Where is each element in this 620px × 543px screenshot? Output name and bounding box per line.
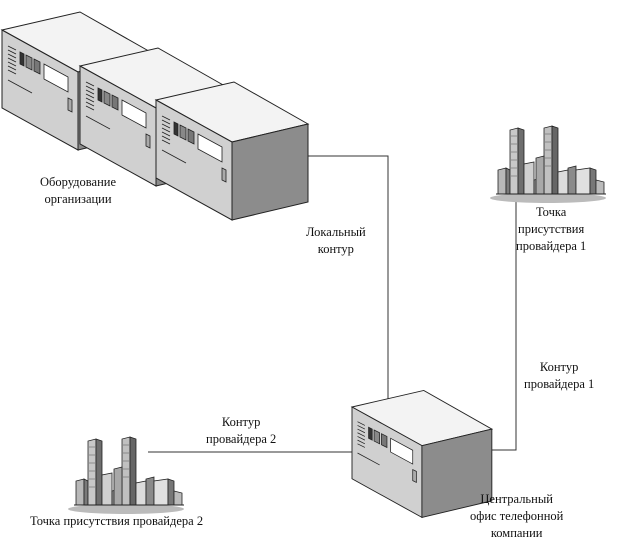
local-loop-line [286,155,389,400]
provider1-loop-label: Контур провайдера 1 [524,360,595,391]
pop1-buildings-icon [489,125,607,204]
local-loop-label: Локальный контур [306,225,366,256]
pop2-buildings-icon [67,436,185,515]
pop1-label: Точка присутствия провайдера 1 [516,205,587,253]
org-equipment-label: Оборудование организации [40,175,117,206]
pop2-label: Точка присутствия провайдера 2 [30,514,204,528]
provider2-loop-label: Контур провайдера 2 [206,415,277,446]
provider1-loop-line [488,195,517,451]
central-office-label: Центральный офис телефонной компании [470,492,564,540]
